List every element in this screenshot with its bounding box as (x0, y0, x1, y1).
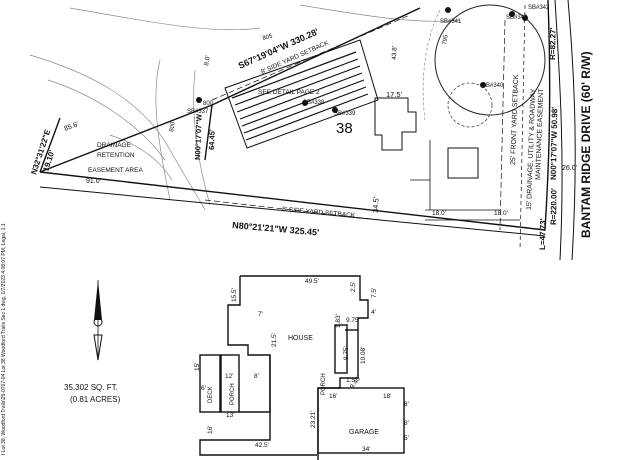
dim-34: 34' (362, 446, 370, 453)
sb-337: SB#337 (187, 109, 209, 115)
inner-distance: 64.45' (207, 129, 217, 150)
dim-91-0: 91.0' (86, 178, 101, 185)
dim-8-top: 8.0' (203, 55, 212, 66)
dim-15d: 15' (194, 363, 201, 371)
detail-panel-array (224, 39, 379, 149)
dim-42-5: 42.5' (255, 442, 269, 449)
sb-338: SB#338 (303, 100, 325, 106)
dim-8g: 8' (404, 401, 409, 408)
contour-800b: 800 (203, 101, 214, 107)
drainage-label-2: RETENTION (97, 152, 135, 159)
arc-radius: R=220.00' (549, 188, 559, 225)
dim-8h: 8' (404, 420, 409, 427)
dim-34-5: 34.5' (371, 196, 381, 213)
dim-4: 4' (371, 309, 376, 316)
bottom-setback-label: 8' SIDE YARD SETBACK (282, 206, 356, 219)
contour-800: 800 (169, 121, 177, 133)
sb-340: SB#340 (482, 83, 504, 89)
house-outline (199, 275, 405, 460)
dim-12: 12' (225, 373, 233, 380)
dim-26: 26.0' (562, 165, 577, 172)
north-arrow (93, 280, 103, 361)
sb-343: SB#343 (506, 15, 528, 21)
bottom-bearing: N80°21'21"W 325.45' (232, 220, 320, 238)
dim-1-5: 1.5' (346, 377, 356, 384)
dim-49-5: 49.5' (305, 278, 319, 285)
arc-length: L=47.73' (538, 218, 548, 250)
sb-342: SB#342 (528, 5, 550, 11)
inner-bearing: N00°17'07"W (193, 113, 204, 160)
dim-5g: 5' (404, 435, 409, 442)
east-bearing: N00°17'07"W 50.98' (549, 107, 559, 180)
deck-label: DECK (208, 386, 214, 403)
dim-16: 16' (329, 393, 337, 400)
r-top: R=82.27' (548, 27, 558, 60)
house-label: HOUSE (288, 335, 313, 342)
road-edges (554, 0, 576, 261)
utility-easement-2: MAINTENANCE EASEMENT (535, 88, 545, 180)
sb-339: SB#339 (334, 111, 356, 117)
dim-21-5: 21.5' (271, 333, 278, 347)
drainage-label-3: EASEMENT AREA (88, 167, 143, 174)
lot-boundary (39, 0, 551, 231)
dim-17-5: 17.5' (386, 90, 403, 99)
drainage-label-1: DRAINAGE (97, 142, 132, 149)
porch-label-1: PORCH (230, 383, 236, 405)
dim-1-83: 1.83' (335, 314, 342, 328)
porch-label-2: PORCH (321, 373, 327, 395)
see-detail-note: SEE DETAIL PAGE 2 (258, 89, 320, 96)
survey-markers (196, 7, 528, 113)
dim-18g: 18' (383, 393, 391, 400)
plat-house-footprint (374, 97, 417, 151)
road-name: BANTAM RIDGE DRIVE (60' R/W) (579, 51, 593, 238)
contour-795: 795 (442, 34, 450, 46)
lot-area-sqft: 35,302 SQ. FT. (64, 383, 118, 392)
garage-label: GARAGE (349, 429, 379, 436)
front-setback-label: 25' FRONT YARD SETBACK (510, 74, 520, 165)
dim-7-5: 7.5' (371, 288, 378, 298)
dim-15-5: 15.5' (231, 288, 238, 302)
dim-9-75b: 9.75' (343, 346, 350, 360)
dim-23-21: 23.21' (310, 410, 317, 428)
dim-2-5: 2.5' (350, 282, 357, 292)
dim-13: 13' (226, 412, 234, 419)
dim-10-08: 10.08' (360, 346, 367, 364)
sb-341: SB#341 (440, 19, 462, 25)
dim-7: 7' (258, 311, 263, 318)
contour-805: 805 (262, 33, 274, 42)
dim-18-a: 18.0' (432, 210, 446, 217)
dim-16b: 16' (207, 426, 214, 434)
drawing-file-reference: t Lot 38, Woodford Trails\25-0767-04 Lot… (1, 223, 7, 455)
dim-85-6: 85.6' (63, 121, 79, 133)
dim-18-b: 18.0' (494, 210, 508, 217)
dim-9-75a: 9.75' (346, 317, 360, 324)
lot-area-acres: (0.81 ACRES) (70, 395, 121, 404)
utility-easement-1: 15' DRAINAGE, UTILITY & ROADWAY (526, 88, 537, 210)
dim-43-8: 43.8' (391, 46, 398, 60)
lot-number: 38 (336, 120, 353, 137)
dim-8p: 8' (254, 373, 259, 380)
dim-6: 6' (201, 385, 206, 392)
